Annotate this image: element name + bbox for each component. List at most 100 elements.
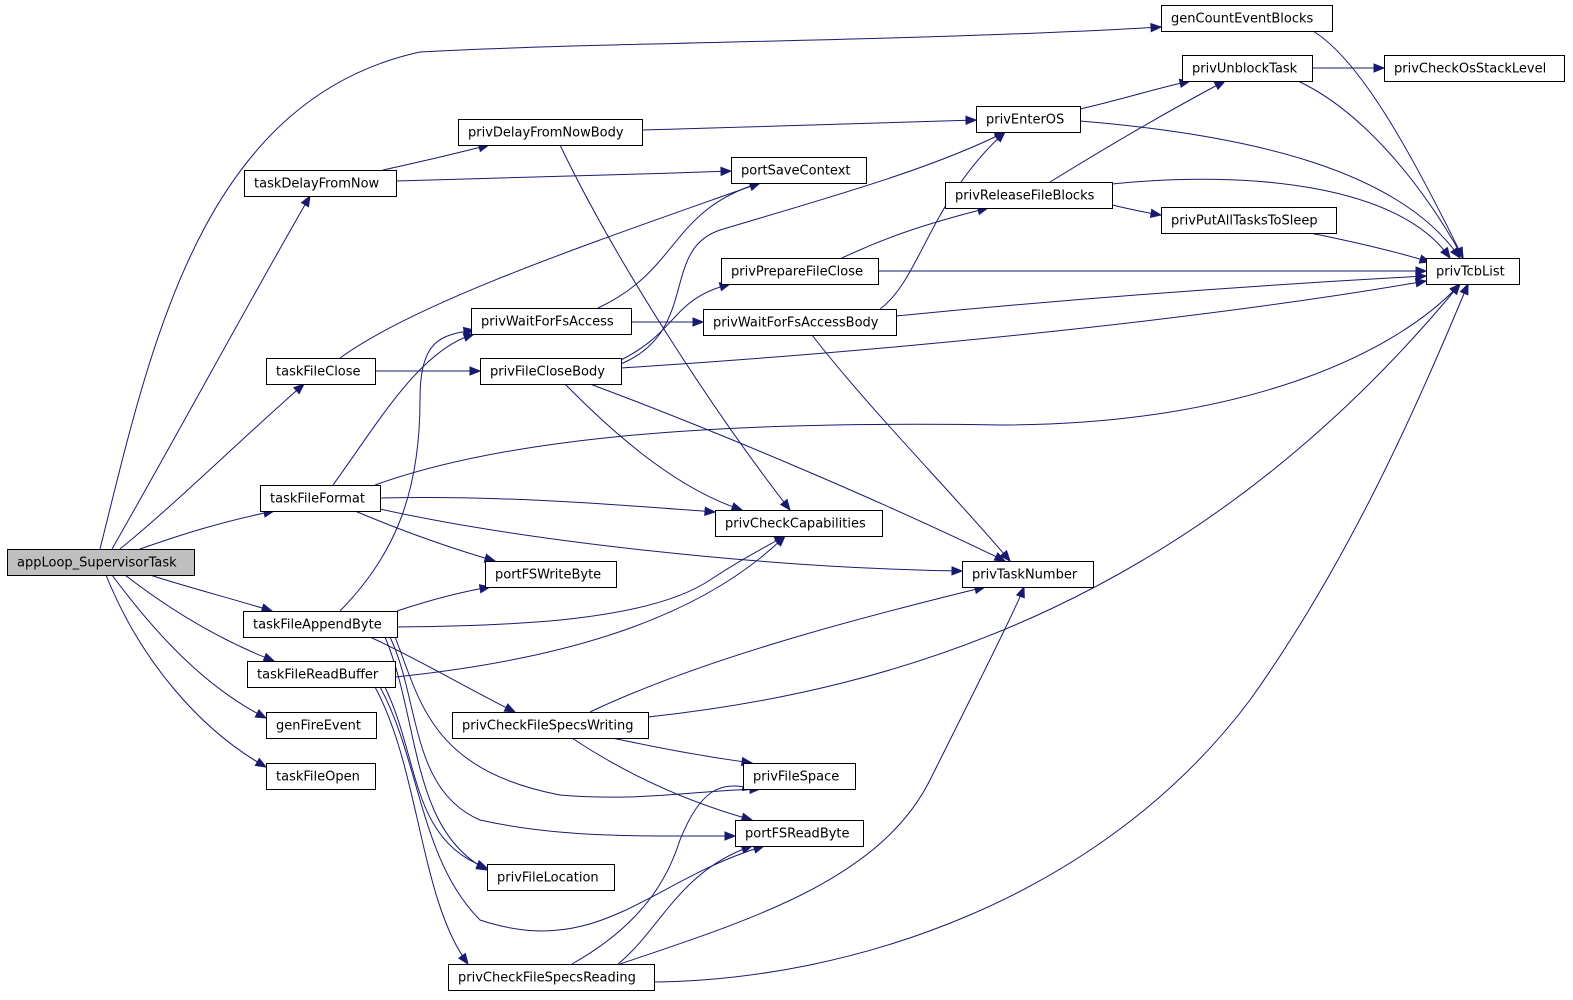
node-label: privPutAllTasksToSleep xyxy=(1171,214,1318,229)
node-privCheckFileSpecsWriting[interactable]: privCheckFileSpecsWriting xyxy=(452,712,649,739)
edge-line xyxy=(1312,30,1464,259)
call-edge xyxy=(1079,78,1192,110)
edge-line xyxy=(379,496,716,513)
call-edges xyxy=(99,22,1469,983)
node-privEnterOS[interactable]: privEnterOS xyxy=(976,106,1081,133)
node-privPrepareFileClose[interactable]: privPrepareFileClose xyxy=(721,258,879,285)
node-privWaitForFsAccess[interactable]: privWaitForFsAccess xyxy=(471,308,632,335)
node-genFireEvent[interactable]: genFireEvent xyxy=(266,712,377,739)
node-privCheckCapabilities[interactable]: privCheckCapabilities xyxy=(715,510,883,537)
node-box xyxy=(7,549,195,576)
edge-line xyxy=(99,26,1162,550)
edge-line xyxy=(620,131,1006,365)
node-box xyxy=(458,119,643,146)
edge-arrowhead xyxy=(1415,271,1428,282)
edge-arrowhead xyxy=(1373,63,1386,73)
edge-line xyxy=(105,574,267,768)
edge-line xyxy=(653,283,1469,983)
node-privCheckOsStackLevel[interactable]: privCheckOsStackLevel xyxy=(1384,55,1565,82)
node-taskFileOpen[interactable]: taskFileOpen xyxy=(266,763,376,790)
edge-line xyxy=(374,686,469,965)
node-privUnblockTask[interactable]: privUnblockTask xyxy=(1182,55,1313,82)
node-appLoop_SupervisorTask[interactable]: appLoop_SupervisorTask xyxy=(7,549,195,576)
edge-arrowhead xyxy=(1213,80,1227,91)
edge-arrowhead xyxy=(740,812,754,822)
call-edge xyxy=(382,143,491,171)
edge-arrowhead xyxy=(1414,278,1428,288)
node-label: privDelayFromNowBody xyxy=(468,126,624,141)
call-edge xyxy=(619,585,1025,965)
node-box xyxy=(260,485,381,512)
node-box xyxy=(266,358,376,385)
function-nodes: appLoop_SupervisorTask genCountEventBlock… xyxy=(7,5,1565,991)
edge-line xyxy=(597,182,761,309)
node-taskFileClose[interactable]: taskFileClose xyxy=(266,358,376,385)
call-edge xyxy=(105,574,268,768)
edge-arrowhead xyxy=(779,498,791,512)
edge-arrowhead xyxy=(692,317,705,327)
node-box xyxy=(1384,55,1565,82)
call-edge xyxy=(384,686,489,869)
node-genCountEventBlocks[interactable]: genCountEventBlocks xyxy=(1161,5,1333,32)
node-privTaskNumber[interactable]: privTaskNumber xyxy=(962,561,1094,588)
node-label: privCheckFileSpecsWriting xyxy=(462,719,634,734)
node-privTcbList[interactable]: privTcbList xyxy=(1426,258,1520,285)
node-label: privCheckFileSpecsReading xyxy=(458,971,636,986)
edge-arrowhead xyxy=(999,549,1011,563)
node-portFSWriteByte[interactable]: portFSWriteByte xyxy=(485,561,617,588)
edge-line xyxy=(571,785,754,965)
edge-arrowhead xyxy=(951,566,964,576)
edge-line xyxy=(396,535,786,628)
node-privReleaseFileBlocks[interactable]: privReleaseFileBlocks xyxy=(945,182,1113,209)
node-label: privFileCloseBody xyxy=(490,365,605,380)
node-portFSReadByte[interactable]: portFSReadByte xyxy=(735,820,864,847)
call-edge xyxy=(395,166,733,182)
call-edge xyxy=(369,636,517,713)
call-edge xyxy=(1312,63,1386,73)
edge-line xyxy=(647,283,1461,718)
edge-arrowhead xyxy=(724,831,737,841)
node-taskFileReadBuffer[interactable]: taskFileReadBuffer xyxy=(247,661,396,688)
call-edge xyxy=(379,508,964,576)
call-edge xyxy=(641,115,978,131)
node-taskDelayFromNow[interactable]: taskDelayFromNow xyxy=(244,170,397,197)
call-edge xyxy=(811,334,1011,563)
node-label: privCheckCapabilities xyxy=(725,517,866,532)
node-box xyxy=(962,561,1094,588)
node-privFileLocation[interactable]: privFileLocation xyxy=(487,864,615,891)
node-privPutAllTasksToSleep[interactable]: privPutAllTasksToSleep xyxy=(1161,207,1337,234)
edge-line xyxy=(332,333,475,486)
edge-line xyxy=(811,334,1011,562)
edge-line xyxy=(564,383,743,511)
edge-line xyxy=(619,586,1025,965)
edge-line xyxy=(841,207,989,259)
node-privWaitForFsAccessBody[interactable]: privWaitForFsAccessBody xyxy=(703,309,897,336)
node-portSaveContext[interactable]: portSaveContext xyxy=(731,157,867,184)
edge-line xyxy=(379,508,963,572)
edge-arrowhead xyxy=(1149,208,1163,218)
edge-line xyxy=(369,636,516,713)
node-label: privEnterOS xyxy=(986,113,1064,128)
edge-line xyxy=(895,275,1427,317)
node-box xyxy=(452,712,649,739)
edge-line xyxy=(384,686,488,869)
node-privFileCloseBody[interactable]: privFileCloseBody xyxy=(480,358,622,385)
node-privFileSpace[interactable]: privFileSpace xyxy=(743,763,856,790)
node-box xyxy=(244,170,397,197)
edge-line xyxy=(389,636,736,837)
call-edge xyxy=(617,844,754,965)
call-edge xyxy=(389,636,737,841)
edge-arrowhead xyxy=(965,115,978,125)
node-privDelayFromNowBody[interactable]: privDelayFromNowBody xyxy=(458,119,643,146)
edge-line xyxy=(339,329,475,612)
node-box xyxy=(243,611,398,638)
node-privCheckFileSpecsReading[interactable]: privCheckFileSpecsReading xyxy=(448,964,655,991)
call-edge xyxy=(119,383,306,550)
node-box xyxy=(448,964,655,991)
edge-line xyxy=(354,510,496,562)
edge-arrowhead xyxy=(720,166,733,177)
edge-arrowhead xyxy=(774,535,786,547)
node-taskFileFormat[interactable]: taskFileFormat xyxy=(260,485,381,512)
node-taskFileAppendByte[interactable]: taskFileAppendByte xyxy=(243,611,398,638)
edge-line xyxy=(394,535,786,678)
